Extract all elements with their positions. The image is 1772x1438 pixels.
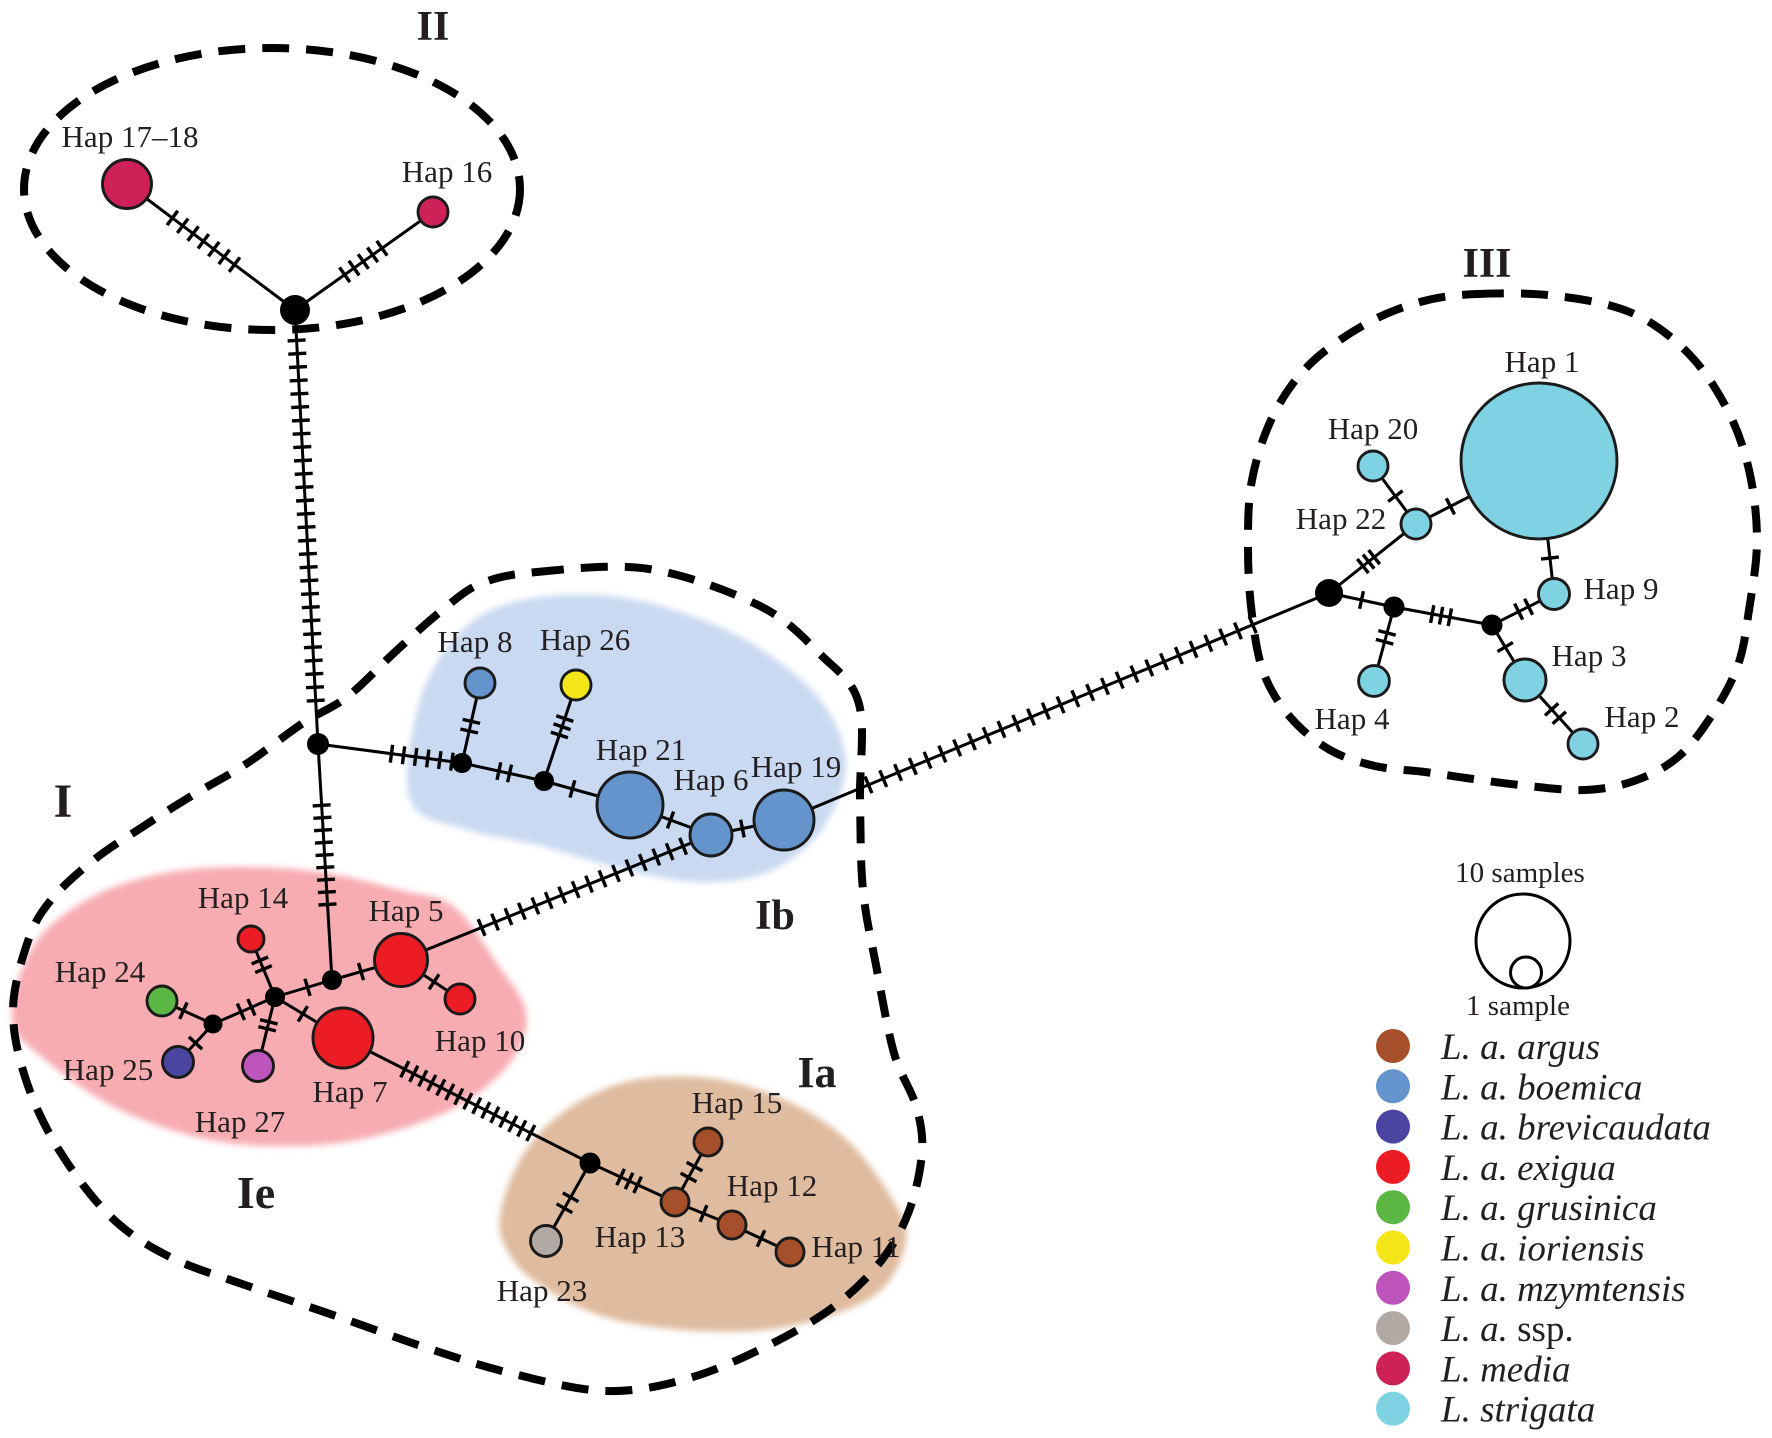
svg-text:Hap 10: Hap 10 [435,1023,525,1058]
svg-text:Hap 19: Hap 19 [751,749,841,784]
svg-text:L. a. grusinica: L. a. grusinica [1440,1188,1657,1229]
svg-text:L. a. argus: L. a. argus [1440,1027,1600,1068]
svg-text:Hap 23: Hap 23 [497,1273,587,1308]
svg-text:Hap 2: Hap 2 [1605,699,1680,734]
svg-text:Hap 9: Hap 9 [1584,571,1659,606]
svg-text:Hap 4: Hap 4 [1315,701,1390,736]
svg-text:Hap 1: Hap 1 [1505,344,1580,379]
svg-text:Hap 14: Hap 14 [198,880,289,915]
svg-text:1 sample: 1 sample [1466,990,1570,1022]
svg-text:Hap 26: Hap 26 [540,622,630,657]
svg-text:II: II [417,4,450,50]
svg-text:L. media: L. media [1440,1349,1571,1390]
svg-text:L. a. brevicaudata: L. a. brevicaudata [1440,1108,1711,1149]
svg-text:Hap 7: Hap 7 [313,1074,388,1109]
svg-text:L. a. boemica: L. a. boemica [1440,1067,1642,1108]
svg-text:Hap 13: Hap 13 [595,1219,685,1254]
svg-text:L. a. exigua: L. a. exigua [1440,1148,1616,1189]
svg-text:L. a. mzymtensis: L. a. mzymtensis [1440,1269,1686,1310]
svg-text:Hap 17–18: Hap 17–18 [62,119,199,154]
svg-text:Hap 15: Hap 15 [692,1085,782,1120]
svg-text:L. a. ssp.: L. a. ssp. [1440,1309,1574,1350]
svg-text:Hap 3: Hap 3 [1552,638,1627,673]
svg-text:Ie: Ie [237,1167,275,1218]
svg-text:Hap 16: Hap 16 [402,154,492,189]
svg-text:Hap 8: Hap 8 [438,624,513,659]
svg-text:10 samples: 10 samples [1455,857,1585,889]
svg-text:L. a. ioriensis: L. a. ioriensis [1440,1229,1645,1270]
svg-text:Hap 11: Hap 11 [811,1229,900,1264]
svg-text:I: I [54,775,73,828]
svg-text:Ib: Ib [755,893,795,939]
svg-text:III: III [1462,241,1511,287]
svg-text:Hap 21: Hap 21 [596,732,686,767]
svg-text:Hap 5: Hap 5 [369,893,444,928]
svg-text:L. strigata: L. strigata [1440,1390,1595,1431]
svg-text:Hap 6: Hap 6 [674,762,749,797]
svg-text:Hap 20: Hap 20 [1328,411,1418,446]
svg-text:Hap 22: Hap 22 [1296,501,1386,536]
svg-text:Hap 12: Hap 12 [727,1168,817,1203]
svg-text:Ia: Ia [797,1048,836,1097]
svg-text:Hap 27: Hap 27 [195,1104,285,1139]
svg-text:Hap 25: Hap 25 [63,1052,153,1087]
svg-text:Hap 24: Hap 24 [55,954,146,989]
